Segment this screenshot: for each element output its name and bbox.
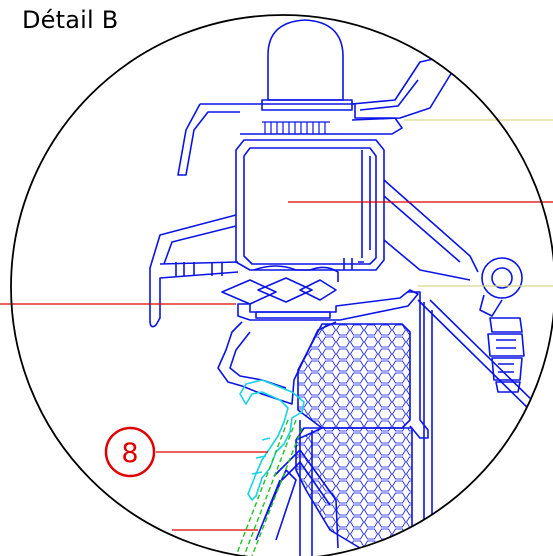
top-cap [267,19,344,101]
glass-edge [243,419,297,556]
callout-8: 8 [104,426,156,478]
upper-arm [351,57,453,121]
glazing-bead [273,449,339,549]
top-rail [200,103,403,135]
rail-teeth [262,121,330,134]
callout-circle [104,426,156,478]
right-stack [487,317,525,393]
hinge-pin [481,257,523,299]
left-chamber [149,214,239,328]
main-chamber [235,139,385,271]
top-cap-base [261,99,353,111]
insulation-panel [297,323,411,429]
detail-circle [10,14,553,556]
right-arm [383,179,479,273]
seal-gasket [239,379,305,501]
detail-title: Détail B [22,6,119,34]
seal-block [221,279,277,305]
left-wing [177,103,240,176]
callout-number: 8 [121,438,138,469]
frame-diagonal [417,299,541,421]
mid-rail [237,289,419,321]
